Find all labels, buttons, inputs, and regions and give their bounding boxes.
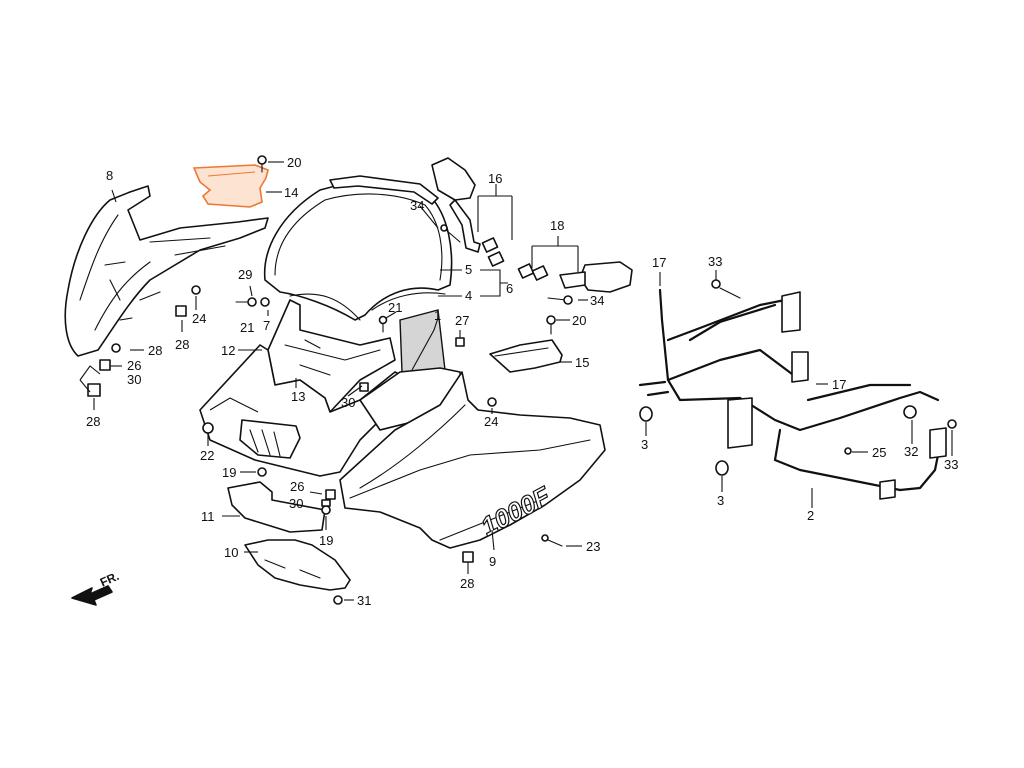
callout-20-mid: 20 bbox=[572, 313, 586, 328]
callout-15: 15 bbox=[575, 355, 589, 370]
callout-22: 22 bbox=[200, 448, 214, 463]
part-1-center-plate bbox=[359, 309, 463, 431]
part-14-shape bbox=[192, 164, 269, 208]
callout-10: 10 bbox=[224, 545, 238, 560]
callout-20-top: 20 bbox=[287, 155, 301, 170]
callout-31: 31 bbox=[357, 593, 371, 608]
callout-7: 7 bbox=[263, 318, 270, 333]
callout-24-left: 24 bbox=[192, 311, 206, 326]
bolt-22-icon bbox=[202, 422, 214, 434]
screw-20-mid-icon bbox=[546, 315, 556, 335]
callout-30-left: 30 bbox=[127, 372, 141, 387]
part-12-upper-cowl bbox=[199, 344, 411, 477]
callout-19-mid: 19 bbox=[319, 533, 333, 548]
callout-21-left: 21 bbox=[240, 320, 254, 335]
callout-28-left-bottom: 28 bbox=[86, 414, 100, 429]
screw-19-top-icon bbox=[257, 467, 267, 477]
screw-31-icon bbox=[333, 595, 343, 605]
callout-24-mid: 24 bbox=[484, 414, 498, 429]
callout-28-bottom: 28 bbox=[460, 576, 474, 591]
bolt-25-icon bbox=[844, 447, 852, 455]
part-10-lower-cover bbox=[244, 539, 351, 591]
front-label: FR. bbox=[98, 569, 121, 590]
callout-5: 5 bbox=[465, 262, 472, 277]
callout-18: 18 bbox=[550, 218, 564, 233]
callout-12: 12 bbox=[221, 343, 235, 358]
callout-6: 6 bbox=[506, 281, 513, 296]
collar-3-bottom-icon bbox=[715, 460, 729, 476]
front-direction-indicator: FR. bbox=[71, 569, 121, 606]
callout-30-center: 30 bbox=[341, 395, 355, 410]
bolt-34-right-icon bbox=[547, 295, 573, 305]
callout-4: 4 bbox=[465, 288, 472, 303]
nut-26-icon bbox=[325, 489, 336, 500]
washer-7-icon bbox=[260, 297, 270, 307]
part-4-garnish bbox=[289, 292, 446, 321]
callout-17-top: 17 bbox=[652, 255, 666, 270]
bolt-23-icon bbox=[541, 534, 563, 547]
callout-3-left: 3 bbox=[641, 437, 648, 452]
part-5-windscreen bbox=[263, 175, 453, 321]
part-2-stay-frame bbox=[638, 288, 947, 500]
callout-34-right: 34 bbox=[590, 293, 604, 308]
callout-32: 32 bbox=[904, 444, 918, 459]
callout-1: 1 bbox=[434, 308, 441, 323]
callout-28-left-mid: 28 bbox=[175, 337, 189, 352]
callout-9: 9 bbox=[489, 554, 496, 569]
callout-25: 25 bbox=[872, 445, 886, 460]
callout-13: 13 bbox=[291, 389, 305, 404]
part-8-left-side-cowl bbox=[64, 185, 269, 397]
collar-3-left-icon bbox=[639, 406, 653, 422]
bolt-24-mid-icon bbox=[487, 397, 497, 407]
callout-19-top: 19 bbox=[222, 465, 236, 480]
bolt-29-icon bbox=[235, 297, 257, 307]
callout-8: 8 bbox=[106, 168, 113, 183]
callout-14-highlighted: 14 bbox=[284, 185, 298, 200]
callout-11: 11 bbox=[201, 509, 215, 524]
grommet-26-left-icon bbox=[111, 343, 121, 353]
clip-30-icon bbox=[321, 499, 331, 507]
callout-2: 2 bbox=[807, 508, 814, 523]
callout-27: 27 bbox=[455, 313, 469, 328]
callout-26-left: 26 bbox=[127, 358, 141, 373]
nut-27-icon bbox=[455, 337, 465, 347]
callout-33-right: 33 bbox=[944, 457, 958, 472]
nut-28-bottom-icon bbox=[462, 551, 474, 563]
callout-28-left-top: 28 bbox=[148, 343, 162, 358]
callout-26-mid: 26 bbox=[290, 479, 304, 494]
screw-19-mid-icon bbox=[321, 505, 331, 515]
callout-16: 16 bbox=[488, 171, 502, 186]
callout-labels: 1 2 3 3 4 5 6 7 8 9 10 11 12 13 14 15 16… bbox=[86, 155, 958, 608]
callout-34-left: 34 bbox=[410, 198, 424, 213]
callout-30-mid: 30 bbox=[289, 496, 303, 511]
callout-23: 23 bbox=[586, 539, 600, 554]
screw-21-icon bbox=[378, 315, 388, 333]
callout-33-top: 33 bbox=[708, 254, 722, 269]
callout-29: 29 bbox=[238, 267, 252, 282]
clamp-32-icon bbox=[903, 405, 917, 419]
callout-21-right: 21 bbox=[388, 300, 402, 315]
bolt-33-top-icon bbox=[711, 279, 741, 299]
screw-20-top-icon bbox=[257, 155, 267, 173]
part-15-bracket bbox=[489, 339, 563, 373]
callout-17-right: 17 bbox=[832, 377, 846, 392]
bolt-24-left-icon bbox=[191, 285, 201, 295]
arrow-front-left-icon bbox=[71, 585, 113, 606]
bolt-33-right-icon bbox=[947, 419, 957, 429]
part-14-bracket-highlighted bbox=[192, 164, 269, 208]
bolt-34-left-icon bbox=[440, 224, 461, 243]
leader-lines bbox=[79, 161, 953, 601]
callout-3-bottom: 3 bbox=[717, 493, 724, 508]
part-18-right-mirror bbox=[517, 261, 633, 293]
part-11-lower-trim bbox=[227, 481, 326, 533]
part-16-left-mirror bbox=[431, 157, 505, 267]
